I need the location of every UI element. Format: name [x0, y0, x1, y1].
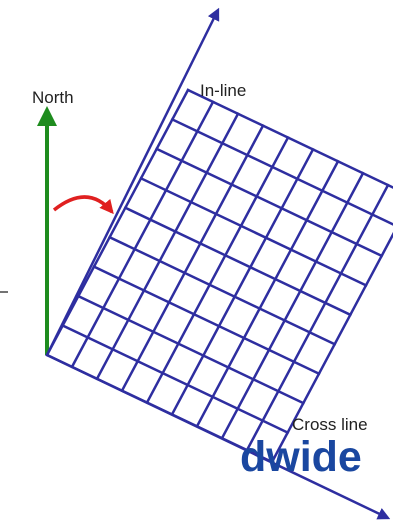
grid-inline-line [45, 88, 190, 357]
inline-label: In-line [200, 81, 246, 100]
grid-crossline-line [45, 353, 274, 464]
grid-crossline-line [155, 147, 384, 258]
survey-grid [45, 88, 393, 464]
grid-inline-line [220, 171, 365, 440]
grid-inline-line [95, 112, 240, 381]
grid-crossline-line [139, 176, 368, 287]
grid-crossline-line [92, 265, 321, 376]
inline-axis-arrow [45, 7, 220, 356]
grid-crossline-line [170, 117, 393, 226]
grid-crossline-line [108, 235, 337, 346]
grid-inline-line [170, 147, 315, 417]
grid-inline-line [270, 231, 393, 464]
grid-inline-line [70, 100, 215, 369]
north-label: North [32, 88, 74, 107]
grid-crossline-line [76, 294, 305, 405]
grid-inline-line [245, 183, 390, 452]
grid-crossline-line [186, 88, 393, 189]
grid-inline-line [120, 123, 265, 393]
grid-crossline-line [123, 206, 352, 317]
rotation-angle-arrow [52, 195, 114, 215]
crossline-label: Cross line [292, 415, 368, 434]
grid-inline-line [145, 135, 290, 405]
grid-inline-line [195, 159, 340, 429]
cutoff-heading-text: dwide [240, 433, 362, 481]
grid-crossline-line [61, 323, 290, 435]
